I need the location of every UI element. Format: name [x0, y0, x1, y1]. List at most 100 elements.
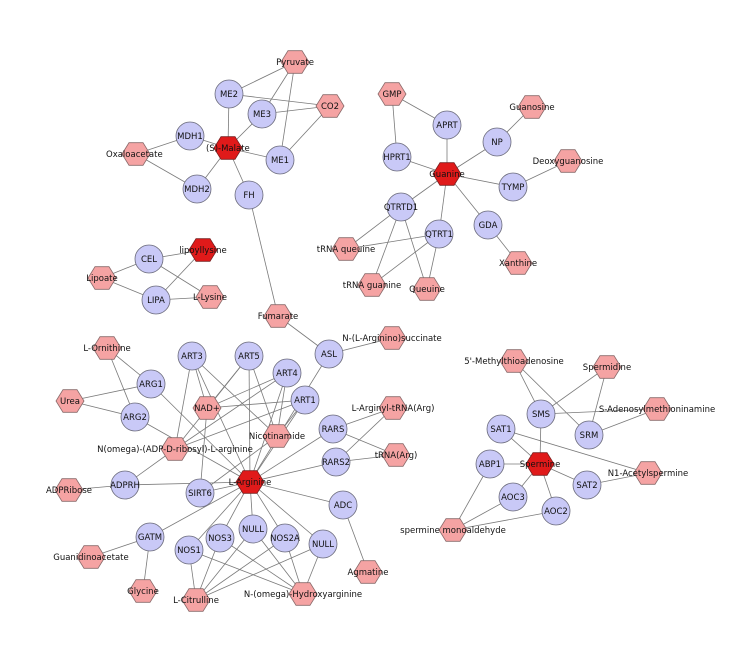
gene-node-circle	[386, 192, 416, 222]
node-lornithine[interactable]: L-Ornithine	[83, 336, 131, 360]
node-llysine[interactable]: L-Lysine	[193, 285, 227, 309]
node-pyruvate[interactable]: Pyruvate	[276, 50, 314, 74]
node-adpribose[interactable]: ADPRibose	[46, 478, 92, 502]
gene-node-circle	[110, 470, 140, 500]
metabolite-node-hexagon	[87, 266, 117, 290]
node-sat2[interactable]: SAT2	[572, 470, 602, 500]
node-null2[interactable]: NULL	[308, 529, 338, 559]
gene-node-circle	[136, 369, 166, 399]
node-lcitrulline[interactable]: L-Citrulline	[173, 588, 219, 612]
node-adpribosylarg[interactable]: N(omega)-(ADP-D-ribosyl)-L-arginine	[97, 437, 253, 461]
node-qtrt1[interactable]: QTRT1	[424, 219, 454, 249]
node-hydroxyarginine[interactable]: N-(omega)-Hydroxyarginine	[244, 582, 362, 606]
node-guanosine[interactable]: Guanosine	[509, 95, 555, 119]
node-label: ADPRibose	[46, 486, 92, 496]
node-sirt6[interactable]: SIRT6	[185, 478, 215, 508]
node-adc[interactable]: ADC	[328, 490, 358, 520]
node-art1[interactable]: ART1	[290, 385, 320, 415]
node-art3[interactable]: ART3	[177, 341, 207, 371]
node-nos3[interactable]: NOS3	[205, 523, 235, 553]
node-trnaarg[interactable]: tRNA(Arg)	[375, 443, 418, 467]
node-label: ART1	[294, 396, 316, 406]
node-trnaguanine[interactable]: tRNA guanine	[343, 273, 401, 297]
node-samine[interactable]: S-Adenosylmethioninamine	[599, 397, 715, 421]
node-gatm[interactable]: GATM	[135, 522, 165, 552]
node-label: L-Arginyl-tRNA(Arg)	[352, 404, 435, 414]
node-me2[interactable]: ME2	[214, 79, 244, 109]
node-nadplus[interactable]: NAD+	[192, 396, 222, 420]
node-arginosuccinate[interactable]: N-(L-Arginino)succinate	[342, 326, 442, 350]
node-mdh2[interactable]: MDH2	[182, 174, 212, 204]
node-label: HPRT1	[383, 153, 410, 163]
node-guanine[interactable]: Guanine	[429, 162, 465, 186]
edge-qtrt1-trnaqueuine	[345, 233, 440, 250]
node-mdh1[interactable]: MDH1	[175, 121, 205, 151]
node-agmatine[interactable]: Agmatine	[347, 560, 389, 584]
node-rars[interactable]: RARS	[318, 414, 348, 444]
node-sms[interactable]: SMS	[526, 399, 556, 429]
node-fh[interactable]: FH	[234, 180, 264, 210]
node-fumarate[interactable]: Fumarate	[258, 304, 299, 328]
node-art4[interactable]: ART4	[272, 358, 302, 388]
edge-rars2-larginine	[249, 461, 337, 483]
node-label: S-Adenosylmethioninamine	[599, 405, 715, 415]
node-adprh[interactable]: ADPRH	[110, 470, 140, 500]
node-arg1[interactable]: ARG1	[136, 369, 166, 399]
gene-node-circle	[174, 535, 204, 565]
node-me1[interactable]: ME1	[265, 145, 295, 175]
node-aoc3[interactable]: AOC3	[498, 482, 528, 512]
node-sat1[interactable]: SAT1	[486, 414, 516, 444]
node-label: QTRTD1	[384, 203, 418, 213]
node-hprt1[interactable]: HPRT1	[382, 142, 412, 172]
node-spermidine[interactable]: Spermidine	[583, 355, 631, 379]
node-urea[interactable]: Urea	[55, 389, 85, 413]
node-methylthioadenosine[interactable]: 5'-Methylthioadenosine	[464, 349, 564, 373]
node-lipoate[interactable]: Lipoate	[86, 266, 118, 290]
edge-fh-fumarate	[248, 194, 279, 317]
node-queuine[interactable]: Queuine	[409, 277, 445, 301]
metabolite-node-hexagon	[181, 588, 211, 612]
node-tymp[interactable]: TYMP	[498, 172, 528, 202]
node-aprt[interactable]: APRT	[432, 110, 462, 140]
edge-co2-me2	[228, 93, 331, 107]
node-larginine[interactable]: L-Arginine	[229, 470, 272, 494]
node-aoc2[interactable]: AOC2	[541, 496, 571, 526]
edge-art4-nadplus	[206, 372, 288, 409]
gene-node-circle	[486, 414, 516, 444]
node-asl[interactable]: ASL	[314, 339, 344, 369]
node-abp1[interactable]: ABP1	[475, 449, 505, 479]
node-gmp[interactable]: GMP	[377, 82, 407, 106]
node-label: Pyruvate	[276, 58, 314, 68]
node-acetylspermine[interactable]: N1-Acetylspermine	[608, 461, 689, 485]
node-nicotinamide[interactable]: Nicotinamide	[249, 424, 305, 448]
node-nos1[interactable]: NOS1	[174, 535, 204, 565]
node-spermine[interactable]: Spermine	[520, 452, 561, 476]
node-qtrtd1[interactable]: QTRTD1	[384, 192, 418, 222]
node-label: AOC2	[544, 507, 568, 517]
node-srm[interactable]: SRM	[574, 420, 604, 450]
gene-node-circle	[473, 210, 503, 240]
node-smalate[interactable]: (S)-Malate	[206, 136, 250, 160]
node-glycine[interactable]: Glycine	[127, 579, 159, 603]
node-label: NULL	[312, 540, 334, 550]
node-deoxyguanosine[interactable]: Deoxyguanosine	[533, 149, 604, 173]
node-lipoyllysine[interactable]: lipoyllysine	[179, 238, 227, 262]
node-xanthine[interactable]: Xanthine	[499, 251, 537, 275]
node-co2[interactable]: CO2	[315, 94, 345, 118]
node-null1[interactable]: NULL	[238, 514, 268, 544]
node-me3[interactable]: ME3	[247, 99, 277, 129]
edge-asl-larginine	[249, 353, 330, 483]
node-trnaqueuine[interactable]: tRNA queuine	[317, 237, 376, 261]
node-gda[interactable]: GDA	[473, 210, 503, 240]
node-rars2[interactable]: RARS2	[321, 447, 351, 477]
node-np[interactable]: NP	[482, 127, 512, 157]
node-arg2[interactable]: ARG2	[120, 402, 150, 432]
node-lipa[interactable]: LIPA	[141, 285, 171, 315]
node-guanidinoacetate[interactable]: Guanidinoacetate	[53, 545, 129, 569]
node-arginyltrna[interactable]: L-Arginyl-tRNA(Arg)	[352, 396, 435, 420]
node-sperminealdehyde[interactable]: spermine monoaldehyde	[400, 518, 506, 542]
node-cel[interactable]: CEL	[134, 244, 164, 274]
node-nos2a[interactable]: NOS2A	[270, 523, 300, 553]
node-oxaloacetate[interactable]: Oxaloacetate	[106, 142, 163, 166]
node-art5[interactable]: ART5	[234, 341, 264, 371]
